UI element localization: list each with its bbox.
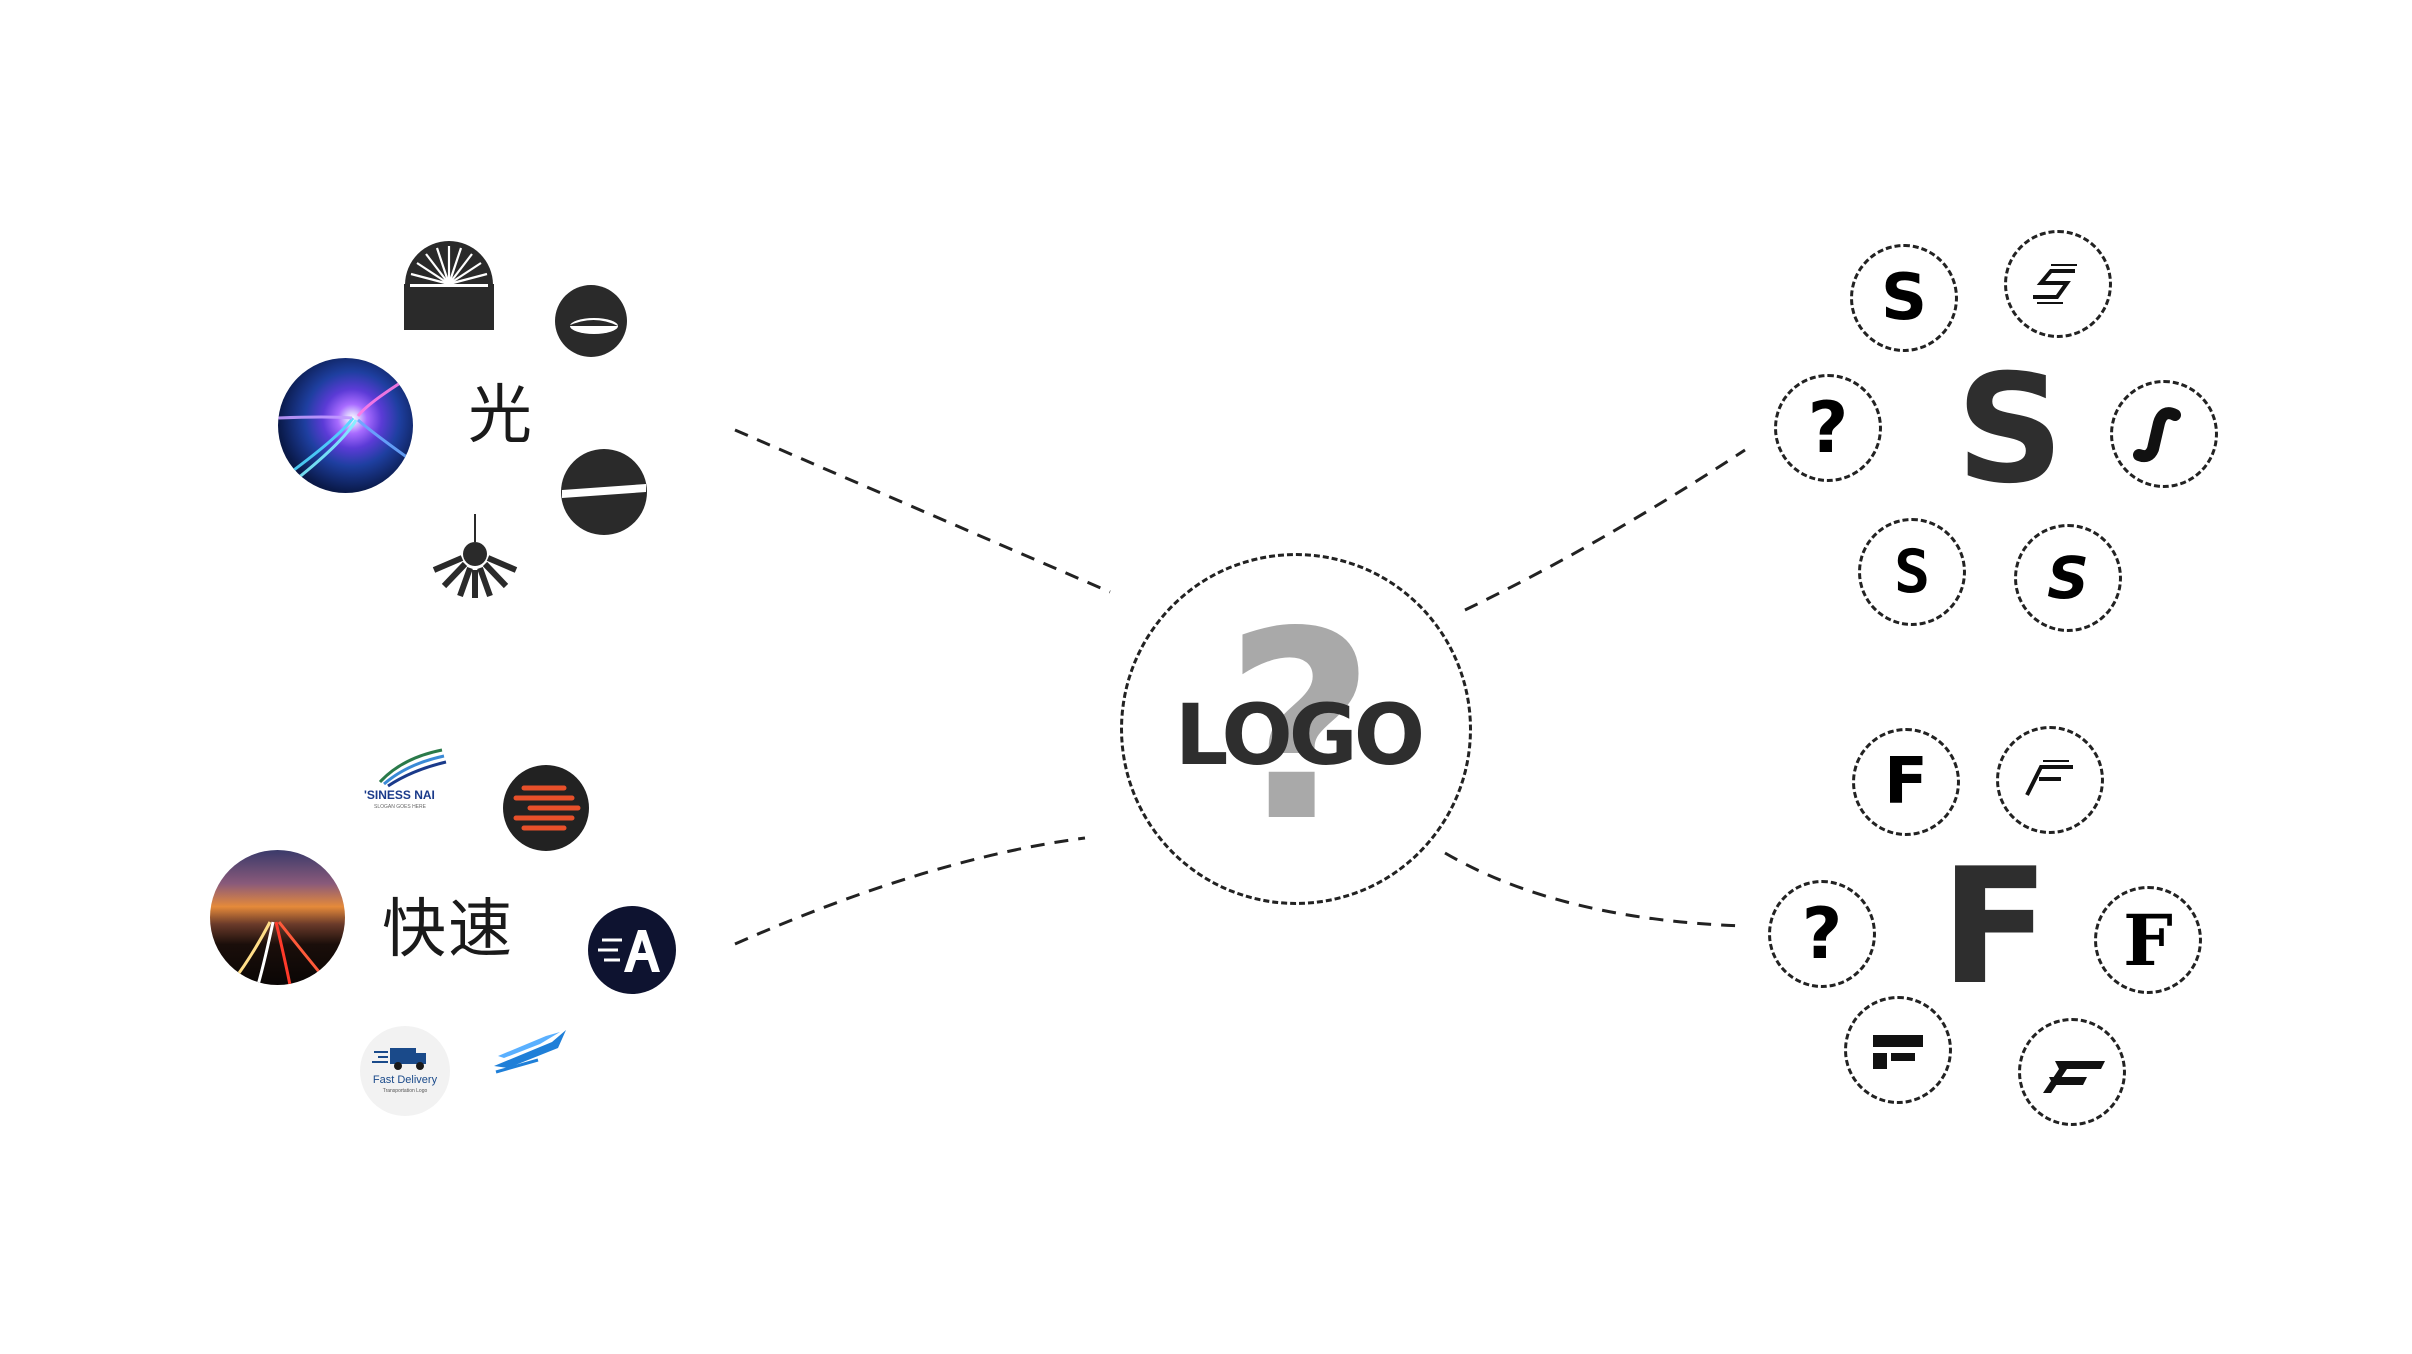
f-variant-outline [1996,726,2104,834]
s-variant-slanted [2004,230,2112,338]
letter-a-speed-icon [598,930,660,972]
keyword-light: 光 [468,379,534,453]
f-variant-blocky [1844,996,1952,1104]
f-variant-question: ? [1768,880,1876,988]
f-variant-rounded: F [2094,886,2202,994]
center-logo-circle [1120,553,1472,905]
blue-arrow-logo [494,1030,566,1074]
center-logo-label: LOGO [1174,686,1425,784]
keyword-fast: 快速 [382,893,514,967]
lens-icon [555,285,627,357]
s-variant-italic: S [2014,524,2122,632]
light-tunnel-image [278,358,413,493]
s-variant-blocky: S [1858,518,1966,626]
connector-fast [734,836,1086,946]
fast-delivery-logo: Fast Delivery Transportation Logo [360,1026,450,1116]
highway-image [210,850,345,985]
light-streaks-icon [278,376,409,488]
speed-lines-icon [503,765,589,851]
speed-f-icon [2043,1061,2105,1093]
business-name-logo: 'SINESS NAI SLOGAN GOES HERE [362,748,452,818]
sunburst-icon [404,241,494,330]
business-name-text: 'SINESS NAI [364,788,435,802]
swoosh-icon [378,748,447,788]
connector-f [1444,851,1746,928]
curvy-s-icon [2133,407,2181,463]
connector-s [1464,448,1746,612]
s-variant-curvy [2110,380,2218,488]
fast-delivery-text: Fast Delivery [372,1074,438,1086]
light-trails-icon [228,921,332,985]
outline-f-icon [2025,760,2073,796]
connector-light [734,428,1111,594]
f-variant-bold: F [1852,728,1960,836]
split-circle-icon [561,449,647,535]
blocky-f-icon [1873,1035,1923,1069]
lamp-rays-icon [432,514,518,598]
truck-icon [372,1048,426,1070]
a-speed-logo [588,906,676,994]
s-variant-bold: S [1850,244,1958,352]
fast-delivery-sub-text: Transportation Logo [382,1088,428,1094]
s-variant-question: ? [1774,374,1882,482]
business-tagline-text: SLOGAN GOES HERE [374,804,426,810]
f-variant-speed [2018,1018,2126,1126]
main-letter-f: F [1940,833,2050,1020]
main-letter-s: S [1955,343,2065,517]
center-question-mark: ? [1224,577,1376,879]
slanted-s-icon [2033,264,2077,304]
